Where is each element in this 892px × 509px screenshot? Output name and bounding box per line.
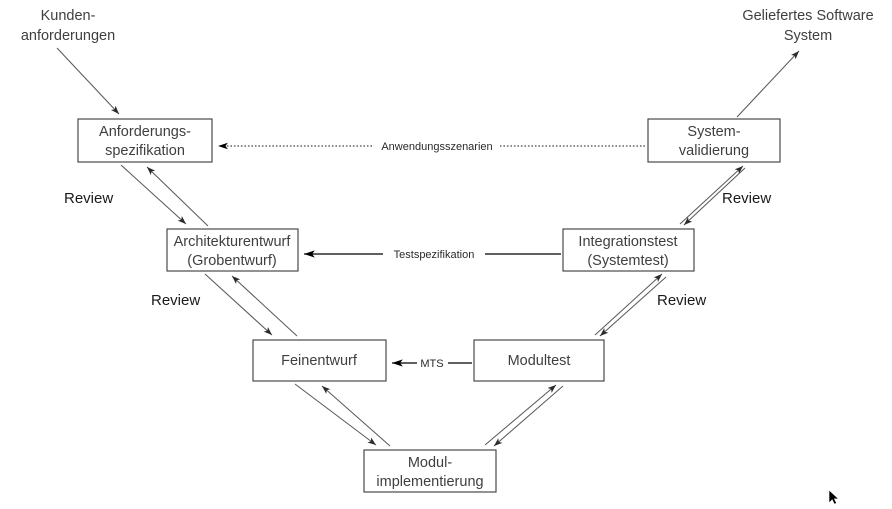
- node-systemvalidierung[interactable]: System- validierung: [647, 118, 781, 163]
- connection-modultest-to-integrationstest: [594, 273, 663, 336]
- connection-modulimplementierung-to-modultest: [484, 384, 557, 446]
- connection-systemvalidierung-to-output: [736, 50, 800, 118]
- node-label-systemvalidierung-line2: validierung: [679, 143, 749, 159]
- node-label-anforderungsspezifikation-line1: Anforderungs-: [99, 124, 191, 140]
- edge-label-testspezifikation: Testspezifikation: [394, 249, 475, 261]
- node-label-anforderungsspezifikation-line2: spezifikation: [105, 143, 185, 159]
- node-modulimplementierung[interactable]: Modul- implementierung: [363, 449, 497, 493]
- node-architekturentwurf[interactable]: Architekturentwurf (Grobentwurf): [166, 228, 299, 272]
- label-review-right-upper: Review: [722, 190, 771, 207]
- label-geliefertes-software-system-line1: Geliefertes Software: [742, 8, 873, 24]
- node-label-architekturentwurf-line2: (Grobentwurf): [187, 253, 276, 269]
- label-geliefertes-software-system: Geliefertes Software System: [742, 8, 873, 44]
- node-label-modulimplementierung-line1: Modul-: [408, 455, 452, 471]
- connection-architekturentwurf-to-feinentwurf: [204, 273, 273, 336]
- label-geliefertes-software-system-line2: System: [784, 28, 832, 44]
- connection-review-modulimplementierung-to-modultest: [493, 385, 564, 447]
- node-feinentwurf[interactable]: Feinentwurf: [252, 339, 387, 382]
- label-review-right-lower: Review: [657, 292, 706, 309]
- connection-integrationstest-to-systemvalidierung: [679, 165, 744, 225]
- node-label-architekturentwurf-line1: Architekturentwurf: [174, 234, 292, 250]
- node-label-systemvalidierung-line1: System-: [687, 124, 740, 140]
- label-kundenanforderungen-line2: anforderungen: [21, 28, 115, 44]
- label-review-left-upper: Review: [64, 190, 113, 207]
- connection-review-integrationstest-to-systemvalidierung: [683, 167, 746, 226]
- connection-feinentwurf-to-modulimplementierung: [294, 383, 377, 446]
- node-label-modulimplementierung-line2: implementierung: [376, 474, 483, 490]
- edge-label-mts: MTS: [420, 358, 443, 370]
- label-review-left-lower: Review: [151, 292, 200, 309]
- connection-anforderungsspezifikation-to-architekturentwurf: [120, 164, 187, 225]
- connection-mts: MTS: [392, 355, 472, 371]
- label-kundenanforderungen-line1: Kunden-: [41, 8, 96, 24]
- node-label-integrationstest-line2: (Systemtest): [587, 253, 668, 269]
- mouse-cursor: [828, 489, 840, 505]
- connection-review-modultest-to-integrationstest: [599, 276, 667, 337]
- connection-review-modulimplementierung-to-feinentwurf: [321, 385, 391, 447]
- node-label-integrationstest-line1: Integrationstest: [578, 234, 677, 250]
- edge-label-anwendungsszenarien: Anwendungsszenarien: [381, 141, 492, 153]
- connection-review-feinentwurf-to-architekturentwurf: [231, 275, 298, 337]
- node-label-feinentwurf: Feinentwurf: [281, 353, 358, 369]
- connection-anwendungsszenarien: Anwendungsszenarien: [218, 138, 645, 154]
- connection-review-architekturentwurf-to-anforderungsspezifikation: [146, 166, 209, 227]
- node-integrationstest[interactable]: Integrationstest (Systemtest): [562, 228, 695, 272]
- node-anforderungsspezifikation[interactable]: Anforderungs- spezifikation: [77, 118, 213, 163]
- node-modultest[interactable]: Modultest: [473, 339, 605, 382]
- connection-testspezifikation: Testspezifikation: [304, 246, 561, 262]
- label-kundenanforderungen: Kunden- anforderungen: [21, 8, 115, 44]
- node-label-modultest: Modultest: [508, 353, 571, 369]
- connection-input-to-anforderungsspezifikation: [56, 47, 120, 115]
